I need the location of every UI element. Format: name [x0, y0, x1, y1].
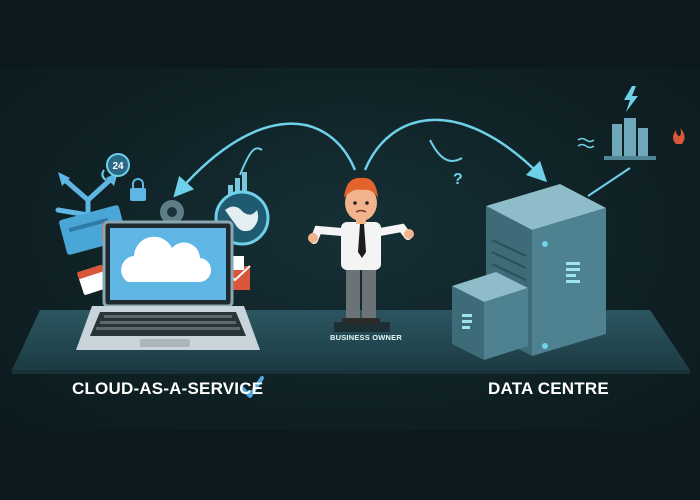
- support-badge-text: 24: [112, 161, 124, 172]
- cloud-service-label: CLOUD-AS-A-SERVICE: [72, 379, 264, 398]
- floor-edge: [12, 370, 690, 374]
- water-icon: [577, 137, 595, 149]
- fire-icon: [673, 128, 685, 144]
- data-centre-label: DATA CENTRE: [488, 379, 609, 398]
- arrow-loop-left: [239, 147, 263, 176]
- arrow-to-cloud: [173, 122, 357, 198]
- flow-arrows: [173, 118, 548, 198]
- connector-line: [587, 167, 631, 197]
- building-icon: [604, 118, 656, 160]
- lock-icon: [130, 178, 146, 201]
- bar-chart-icon: [228, 172, 247, 200]
- business-owner-label: BUSINESS OWNER: [330, 333, 402, 342]
- arrow-loop-right: [429, 139, 463, 162]
- arrow-tip-1: [58, 172, 70, 186]
- gear-icon: [160, 200, 184, 224]
- card-stripe: [68, 217, 109, 233]
- lightning-icon: [624, 86, 638, 112]
- laptop-trackpad: [140, 339, 190, 347]
- laptop-keys: [96, 315, 240, 330]
- clock-icon: [106, 153, 130, 177]
- laptop: [76, 220, 260, 350]
- mail-icon: [219, 256, 251, 290]
- cloud-icon: [121, 236, 212, 283]
- question-icon: ?: [453, 171, 463, 188]
- calendar-icon: [76, 264, 109, 295]
- phone-icon: [101, 169, 107, 181]
- checkmark-icon: [240, 376, 264, 398]
- arrow-to-datacentre: [363, 118, 548, 183]
- data-centre-servers: [452, 184, 606, 360]
- business-owner-figure: [308, 177, 414, 332]
